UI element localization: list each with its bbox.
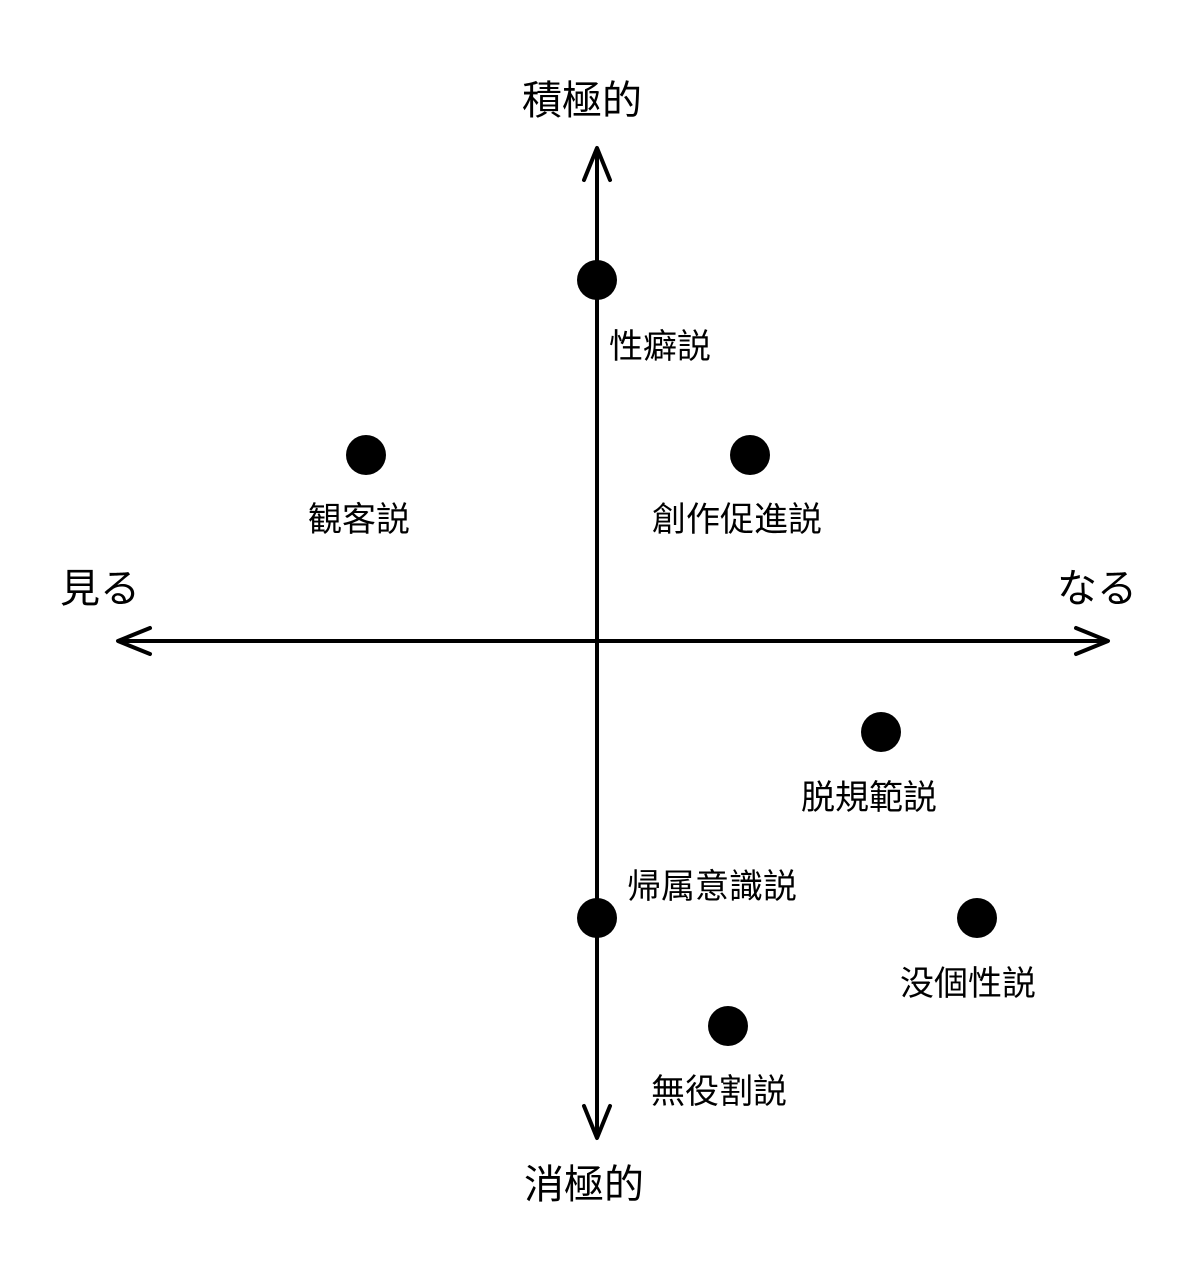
point-label-sousaku: 創作促進説	[652, 500, 822, 540]
top-arrow-head	[582, 146, 612, 182]
point-label-kizoku: 帰属意識説	[627, 867, 797, 907]
axis-label-left: 見る	[60, 566, 140, 612]
axis-label-top: 積極的	[522, 78, 642, 124]
axis-label-right: なる	[1057, 566, 1137, 612]
right-arrow-head	[1074, 626, 1110, 656]
point-botsukosei	[957, 898, 997, 938]
point-label-botsukosei: 没個性説	[900, 964, 1036, 1004]
point-label-seiheki: 性癖説	[609, 327, 711, 367]
axis-label-bottom: 消極的	[524, 1162, 644, 1208]
point-datsukihan	[861, 712, 901, 752]
left-arrow-head	[116, 626, 152, 656]
point-kizoku	[577, 898, 617, 938]
point-sousaku	[730, 435, 770, 475]
point-muyakuwari	[708, 1006, 748, 1046]
point-label-kankyaku: 観客説	[308, 500, 410, 540]
point-kankyaku	[346, 435, 386, 475]
point-label-datsukihan: 脱規範説	[801, 778, 937, 818]
point-label-muyakuwari: 無役割説	[651, 1072, 787, 1112]
bottom-arrow-head	[582, 1104, 612, 1140]
point-seiheki	[577, 260, 617, 300]
